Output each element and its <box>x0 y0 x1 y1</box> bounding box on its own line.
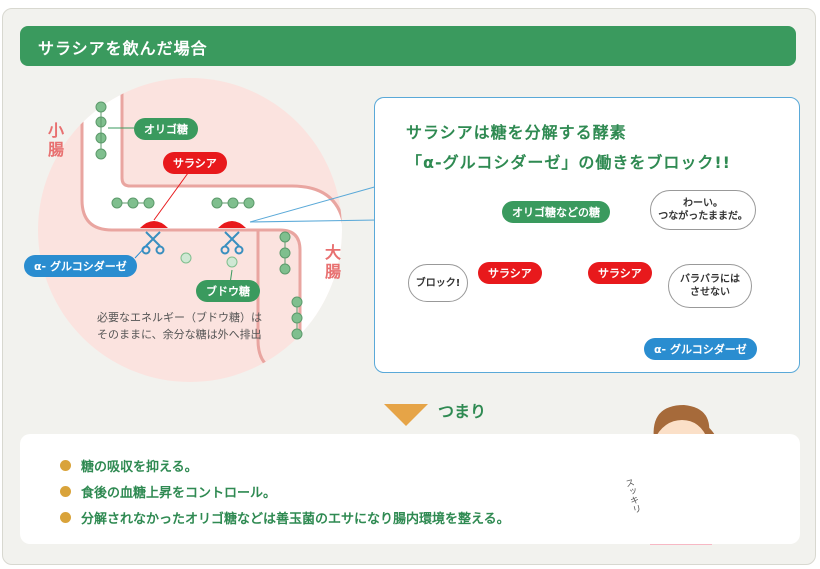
section-header: サラシアを飲んだ場合 <box>20 26 796 66</box>
callout-salacia-right: サラシア <box>588 262 652 284</box>
oligo-chain-large-2 <box>291 296 303 340</box>
bullet-dot-icon <box>60 485 71 497</box>
glucose-label: ブドウ糖 <box>196 280 260 302</box>
scissors-icon <box>220 231 244 255</box>
bullet-dot-icon <box>60 459 71 471</box>
glucose-molecule <box>226 256 238 268</box>
summary-item: 食後の血糖上昇をコントロール。 <box>60 478 510 504</box>
salacia-cap <box>140 221 168 228</box>
speech-bubble-block: ブロック! <box>408 264 468 302</box>
speech-bubble-happy: わーい。 つながったままだ。 <box>650 190 756 230</box>
callout-enzyme-label: α- グルコシダーゼ <box>644 338 757 360</box>
small-intestine-label: 小腸 <box>48 121 65 159</box>
callout-salacia-left: サラシア <box>478 262 542 284</box>
salacia-label: サラシア <box>163 152 227 174</box>
callout-oligo-label: オリゴ糖などの糖 <box>502 201 610 223</box>
arrow-down-icon <box>384 404 428 426</box>
callout-box <box>374 97 800 373</box>
speech-bubble-no-split: バラバラには させない <box>668 264 752 308</box>
bullet-dot-icon <box>60 511 71 523</box>
oligo-label: オリゴ糖 <box>134 118 198 140</box>
oligo-chain-horizontal-2 <box>211 197 255 209</box>
diagram-note: 必要なエネルギー（ブドウ糖）はそのままに、余分な糖は外へ排出 <box>97 311 262 341</box>
large-intestine-label: 大腸 <box>325 243 342 281</box>
oligo-chain-large-1 <box>279 231 291 275</box>
oligo-chain-horizontal-1 <box>111 197 155 209</box>
summary-list: 糖の吸収を抑える。 食後の血糖上昇をコントロール。 分解されなかったオリゴ糖など… <box>60 452 510 530</box>
summary-label: つまり <box>438 402 487 421</box>
summary-item: 糖の吸収を抑える。 <box>60 452 510 478</box>
callout-title-line2: 「α-グルコシダーゼ」の働きをブロック!! <box>406 153 731 172</box>
callout-title: サラシアは糖を分解する酵素 「α-グルコシダーゼ」の働きをブロック!! <box>406 118 731 178</box>
summary-box <box>20 434 800 544</box>
callout-title-line1: サラシアは糖を分解する酵素 <box>406 123 627 142</box>
salacia-cap <box>218 221 246 228</box>
oligo-chain-vertical <box>95 101 107 160</box>
section-title: サラシアを飲んだ場合 <box>38 39 208 58</box>
summary-item: 分解されなかったオリゴ糖などは善玉菌のエサになり腸内環境を整える。 <box>60 504 510 530</box>
enzyme-label: α- グルコシダーゼ <box>24 255 137 277</box>
glucose-molecule <box>180 252 192 264</box>
